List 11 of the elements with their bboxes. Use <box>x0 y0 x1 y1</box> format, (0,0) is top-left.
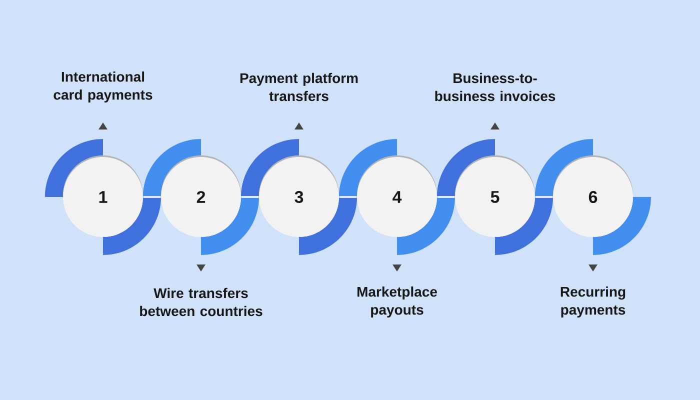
connector-line <box>241 196 259 198</box>
step-label: Payment platform transfers <box>240 72 358 102</box>
step-label: International card payments <box>54 71 152 103</box>
step-label: Business-to-business invoices <box>435 72 556 102</box>
step-label: Marketplace payouts <box>357 286 437 318</box>
connector-line <box>535 196 553 198</box>
connector-line <box>143 196 161 198</box>
step-label: Wire transfers between countries <box>140 288 262 316</box>
connector-line <box>339 196 357 198</box>
connector-line <box>437 196 455 198</box>
step-label: Recurring payments <box>560 286 626 318</box>
